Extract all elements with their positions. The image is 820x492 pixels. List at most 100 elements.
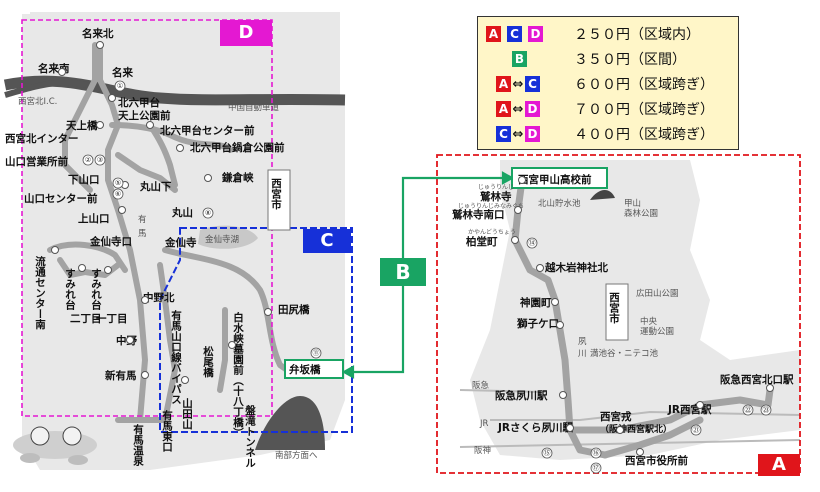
legend-price: ３５０円（区間） xyxy=(574,52,686,68)
zone-d-label: D xyxy=(220,20,272,46)
svg-text:⑥: ⑥ xyxy=(115,190,121,198)
right-map xyxy=(436,154,801,474)
stop-sumiredai-1b: 一丁目 xyxy=(96,313,128,325)
svg-text:②: ② xyxy=(85,156,91,164)
stop-kamiyamaguchi: 上山口 xyxy=(78,212,110,225)
svg-text:⑮: ⑮ xyxy=(544,449,551,457)
shukugawa-label: 夙 xyxy=(578,337,587,347)
stop-sumiredai-2b: 二丁目 xyxy=(70,313,102,325)
stop-yamadayama: 山田山 xyxy=(181,397,193,430)
legend-zone-badge: C xyxy=(507,26,522,42)
stop-center: 山口センター前 xyxy=(24,192,98,205)
numbered-markers: ① ② ③ ⑤ ⑥ ⑧ ⑪ ⑭ ⑮ ⑯ ⑰ ㉒ ㉓ ㉑ xyxy=(82,80,772,474)
stop-kinsenji-guchi: 金仙寺口 xyxy=(89,235,132,248)
stop-washibayashi: 鷲林寺 xyxy=(480,190,512,203)
mascot-illustration xyxy=(13,426,97,465)
stop-maruyamashita: 丸山下 xyxy=(139,180,172,193)
legend-row: B ３５０円（区間） xyxy=(478,48,740,70)
bensaka-highlight xyxy=(284,359,344,379)
stop-jinenmachi: 神園町 xyxy=(520,296,552,309)
stop-arima-onsen: 有馬温泉 xyxy=(132,423,144,467)
stop-kitarokko-nabekake: 北六甲台鍋倉公園前 xyxy=(190,141,285,154)
central-label: 中央 xyxy=(640,316,658,327)
left-labels: 名来北 名来南 名来 西宮北I.C. 中国自動車道 北六甲台 天上公園前 天上橋… xyxy=(5,27,321,468)
legend-badges: C⇔D xyxy=(496,125,576,143)
zone-c-frame xyxy=(159,227,353,433)
kitayama-label: 北山貯水池 xyxy=(538,198,581,209)
legend-zone-badge: C xyxy=(525,76,540,92)
svg-text:⑧: ⑧ xyxy=(205,209,211,217)
stop-nagoki: 名来 xyxy=(112,66,133,79)
stop-shin-arima: 新有馬 xyxy=(105,369,137,382)
stop-washibayashi-minami: 鷲林寺南口 xyxy=(452,208,505,221)
svg-text:⑤: ⑤ xyxy=(115,179,121,187)
right-map-gray-land xyxy=(470,160,800,460)
stop-kayadocho: 柏堂町 xyxy=(466,235,498,248)
kinsenji-pond xyxy=(198,225,258,249)
svg-text:⑰: ⑰ xyxy=(593,464,600,472)
stop-eigyosho: 山口営業所前 xyxy=(5,155,68,168)
legend-zone-badge: A xyxy=(496,76,511,92)
zone-a-label: A xyxy=(758,454,800,476)
left-city-label-box xyxy=(267,169,291,231)
stop-nagoki-kita: 名来北 xyxy=(82,27,114,40)
zone-a-frame xyxy=(436,154,801,474)
jr-line xyxy=(490,410,801,421)
highway-label: 中国自動車道 xyxy=(228,102,280,113)
legend-zone-badge: B xyxy=(512,51,527,67)
arima-label-2: 馬 xyxy=(138,229,147,239)
legend-badges: A⇔C xyxy=(496,75,576,93)
tunnel-label: 盤滝トンネル xyxy=(244,404,256,468)
line-label: 有馬山口線バイパス xyxy=(170,309,182,404)
shukugawa-label-2: 川 xyxy=(578,349,587,359)
stop-sumiredai-2: すみれ台 xyxy=(64,268,76,311)
legend-zone-badge: D xyxy=(525,101,540,117)
stop-koshiki: 越木岩神社北 xyxy=(544,261,608,274)
legend-zone-badge: D xyxy=(525,126,540,142)
right-city-label: 西宮市 xyxy=(608,292,620,324)
stop-city-hall: 西宮市役所前 xyxy=(625,454,688,467)
jr-label: JR xyxy=(479,419,489,429)
left-map-white-area xyxy=(22,12,30,14)
arima-label: 有 xyxy=(138,214,147,225)
stop-sumiredai-1: すみれ台 xyxy=(90,268,102,311)
stop-bensaka: 弁坂橋 xyxy=(289,363,321,376)
legend-zone-badge: A xyxy=(486,26,501,42)
south-label: 南部方面へ xyxy=(275,450,318,461)
stop-jr-nishinomiya: JR西宮駅 xyxy=(667,403,712,416)
stop-hankyu-kurakuen: 阪急夙川駅 xyxy=(495,389,548,402)
legend-price: ７００円（区域跨ぎ） xyxy=(574,102,714,118)
stop-kitarokko-tenjo-2: 天上公園前 xyxy=(118,109,171,122)
stop-kitarokko-tenjo: 北六甲台 xyxy=(118,96,160,109)
stop-hankyu-kita: 阪急西宮北口駅 xyxy=(720,373,794,386)
legend-price: ２５０円（区域内） xyxy=(574,27,700,43)
hankyu-line xyxy=(459,389,546,393)
legend-zone-badge: A xyxy=(496,101,511,117)
kabuto-label-2: 森林公園 xyxy=(624,208,658,219)
hanshin-line xyxy=(459,439,801,448)
right-labels: 西宮甲山高校前 じゅうりんじ 鷲林寺 北山貯水池 甲山 森林公園 じゅうりんじみ… xyxy=(452,173,794,467)
ic-label: 西宮北I.C. xyxy=(18,96,57,107)
legend-arrow: ⇔ xyxy=(512,76,524,92)
stop-ryutsu: 流通センター南 xyxy=(34,255,46,330)
stop-ebisu-2: （阪神西宮駅北） xyxy=(600,423,672,435)
stop-shimoyamaguchi: 下山口 xyxy=(68,173,100,186)
stop-nishinomiya-kita-ic: 西宮北インター xyxy=(5,132,79,145)
stop-shirai: 白水峡墓園前（十八丁橋） xyxy=(232,311,244,438)
stop-shishigaguchi: 獅子ケ口 xyxy=(516,317,559,330)
svg-text:㉑: ㉑ xyxy=(693,426,700,434)
stop-center-mae: 北六甲台センター前 xyxy=(160,124,255,137)
stop-kamakura: 鎌倉峡 xyxy=(221,171,254,184)
svg-text:㉒: ㉒ xyxy=(745,406,752,414)
washibayashi-minami-furi: じゅうりんじみなみぐち xyxy=(458,203,524,210)
kayado-furi: かやんどうちょう xyxy=(468,228,516,236)
kinsenji-pond-label: 金仙寺湖 xyxy=(205,234,239,245)
svg-text:⑪: ⑪ xyxy=(313,349,320,357)
